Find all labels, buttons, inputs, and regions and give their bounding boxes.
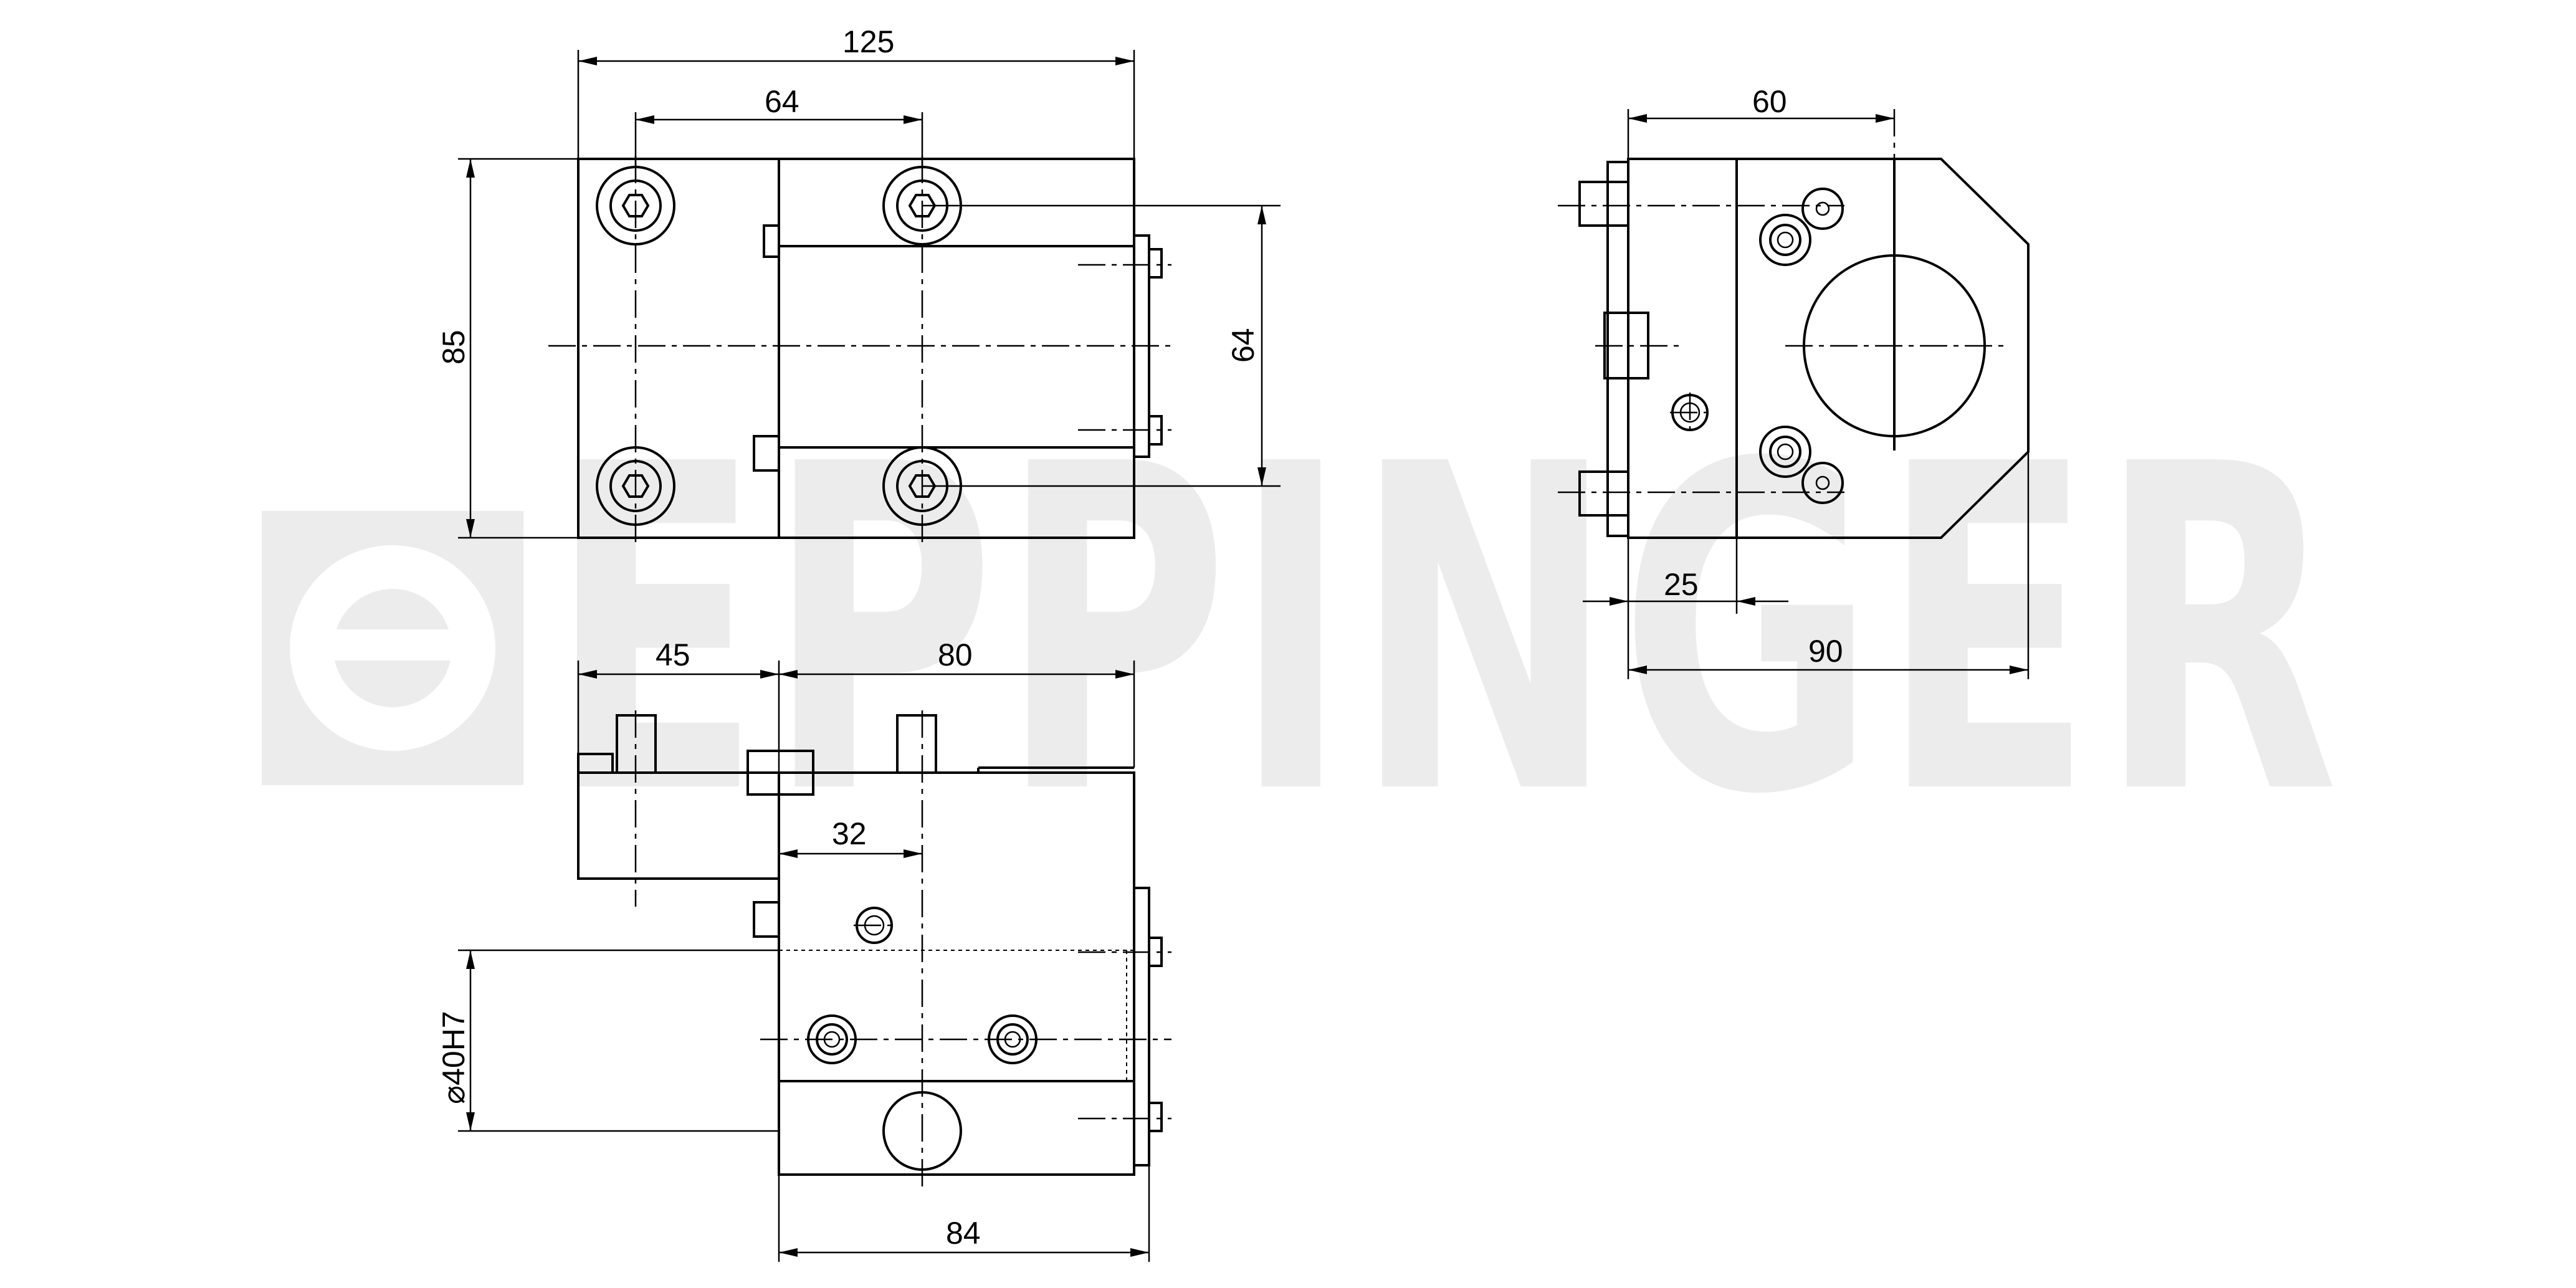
dim-60: 60 [1752,84,1787,119]
screw-icon [1759,214,1811,266]
dim-64-right: 64 [1226,328,1261,363]
dim-90: 90 [1808,634,1843,669]
dim-64-top: 64 [765,84,799,119]
dim-85: 85 [436,330,471,365]
dim-32: 32 [832,816,867,851]
watermark: EPPINGER [262,370,2343,892]
dim-80: 80 [938,637,973,672]
watermark-brand: EPPINGER [548,370,2343,892]
screw-icon [1759,426,1811,478]
dim-84: 84 [946,1216,981,1251]
dim-45: 45 [656,637,690,672]
side-view: 60 25 90 [1558,84,2030,679]
dim-125: 125 [842,24,894,59]
eppinger-logo-icon [262,511,523,785]
dim-bore-40H7: ⌀40H7 [436,1011,471,1104]
top-view: 125 64 85 64 [436,24,1281,542]
dim-25: 25 [1664,567,1699,602]
front-view: 45 80 32 ⌀40H7 84 [436,637,1171,1262]
